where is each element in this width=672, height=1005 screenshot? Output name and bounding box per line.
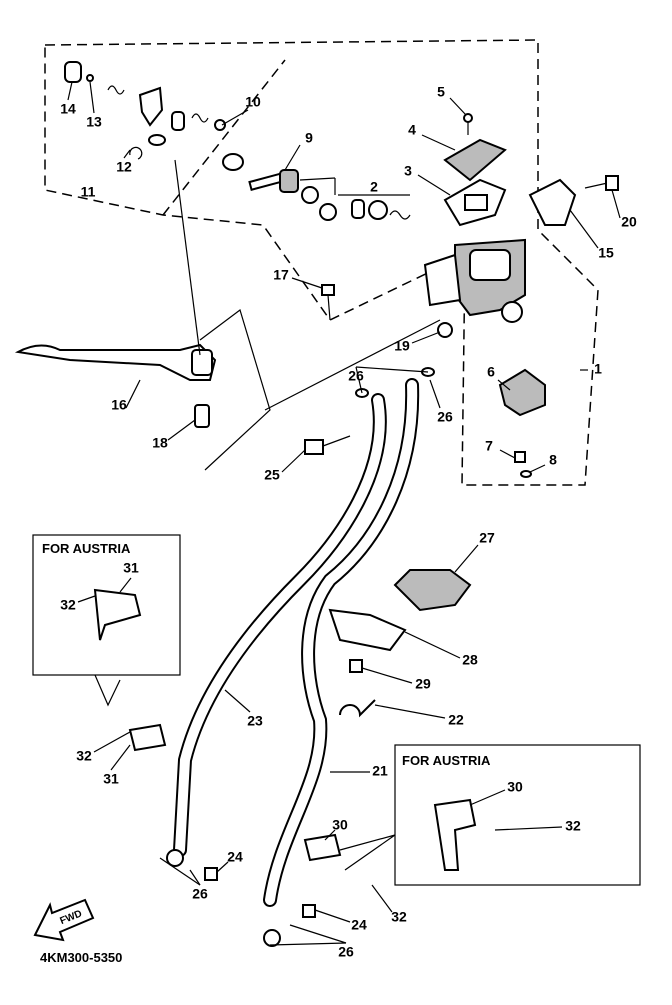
callout: 14 [60, 101, 76, 117]
piston-kit [248, 169, 411, 221]
callout: 12 [116, 159, 132, 175]
inset-box-austria-left [32, 534, 181, 676]
callout: 7 [485, 438, 493, 454]
callout: 31 [103, 771, 119, 787]
inset-title: FOR AUSTRIA [402, 753, 491, 768]
group-outline-11 [44, 39, 599, 486]
inset-pointer [94, 674, 121, 707]
bolt-24b [302, 904, 316, 918]
mirror-holder [528, 175, 619, 226]
callout: 1 [594, 361, 602, 377]
callout: 25 [264, 467, 280, 483]
callout: 9 [305, 130, 313, 146]
clamp-31 [93, 588, 142, 641]
callout: 22 [448, 712, 464, 728]
callout: 6 [487, 364, 495, 380]
callout: 30 [332, 817, 348, 833]
callout: 24 [351, 917, 367, 933]
callout: 17 [273, 267, 289, 283]
master-cylinder [423, 238, 526, 338]
callout: 10 [245, 94, 261, 110]
brake-hose-23 [166, 393, 387, 867]
callout: 13 [86, 114, 102, 130]
callout: 27 [479, 530, 495, 546]
forward-arrow: FWD [33, 898, 95, 942]
callout: 20 [621, 214, 637, 230]
leader-lines [67, 81, 621, 946]
callout: 4 [408, 122, 416, 138]
callout: 16 [111, 397, 127, 413]
callout: 28 [462, 652, 478, 668]
hose-bracket [328, 569, 472, 718]
callout: 2 [370, 179, 378, 195]
callout: 5 [437, 84, 445, 100]
callout: 3 [404, 163, 412, 179]
inset-title: FOR AUSTRIA [42, 541, 131, 556]
brake-switch [498, 368, 546, 478]
callout: 19 [394, 338, 410, 354]
callout: 21 [372, 763, 388, 779]
clamp-30b [303, 833, 342, 862]
bolt-17 [321, 284, 335, 321]
bolt-24 [204, 867, 218, 881]
clamp-30 [433, 798, 477, 871]
diagram-code: 4KM300-5350 [40, 950, 122, 965]
inset-pointer [339, 834, 396, 871]
callout: 32 [60, 597, 76, 613]
inset-box-austria-right [394, 744, 641, 886]
callout: 26 [192, 886, 208, 902]
callout: 32 [565, 818, 581, 834]
brake-lever [14, 159, 441, 471]
lever-parts-top [64, 61, 244, 171]
callout: 15 [598, 245, 614, 261]
clamp-31b [128, 723, 167, 752]
brake-hose-21 [263, 378, 420, 947]
callout: 26 [348, 368, 364, 384]
reservoir-cap [443, 113, 507, 227]
callout: 24 [227, 849, 243, 865]
callout: 29 [415, 676, 431, 692]
callout: 26 [437, 409, 453, 425]
callout: 32 [391, 909, 407, 925]
callout: 23 [247, 713, 263, 729]
callout: 8 [549, 452, 557, 468]
callout: 26 [338, 944, 354, 960]
callout: 11 [81, 184, 96, 200]
callout: 32 [76, 748, 92, 764]
callout: 31 [123, 560, 139, 576]
callout-labels: 14 13 10 9 5 4 3 2 12 11 20 15 17 19 1 6… [60, 84, 637, 960]
callout: 30 [507, 779, 523, 795]
group-divider [162, 59, 286, 216]
callout: 18 [152, 435, 168, 451]
